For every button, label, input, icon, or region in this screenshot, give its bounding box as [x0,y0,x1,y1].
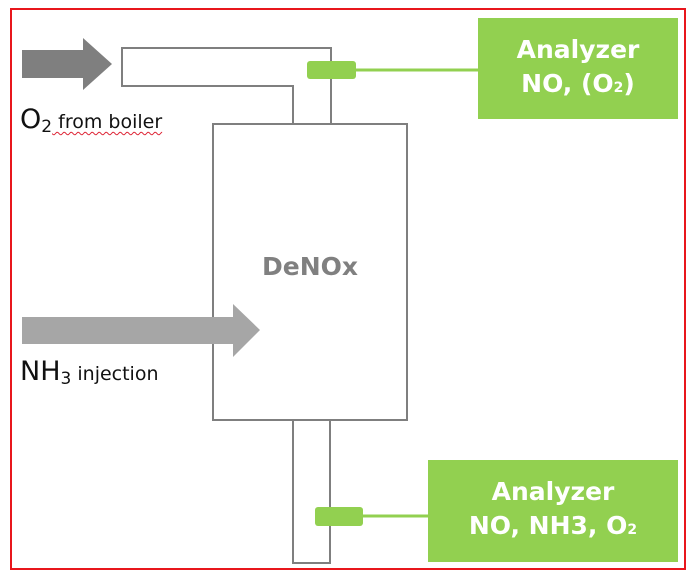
bottom-analyzer-box: Analyzer NO, NH3, O2 [428,460,678,562]
outlet-pipe [292,420,331,564]
reactor-label: DeNOx [261,252,358,281]
analyzer-species: NO, (O2) [521,68,635,98]
inlet-pipe [121,47,332,124]
analyzer-title: Analyzer [491,477,615,506]
top-sensor-probe [307,61,356,79]
bottom-sensor-probe [315,507,363,526]
top-analyzer-box: Analyzer NO, (O2) [478,18,678,119]
o2-input-label: O2 from boiler [20,104,163,137]
nh3-injection-arrow [22,304,260,357]
diagram-frame [10,8,686,570]
analyzer-title: Analyzer [516,34,640,64]
analyzer-species: NO, NH3, O2 [468,511,638,540]
denox-reactor [212,123,408,421]
o2-inlet-arrow [22,38,112,90]
nh3-input-label: NH3 injection [20,356,159,389]
